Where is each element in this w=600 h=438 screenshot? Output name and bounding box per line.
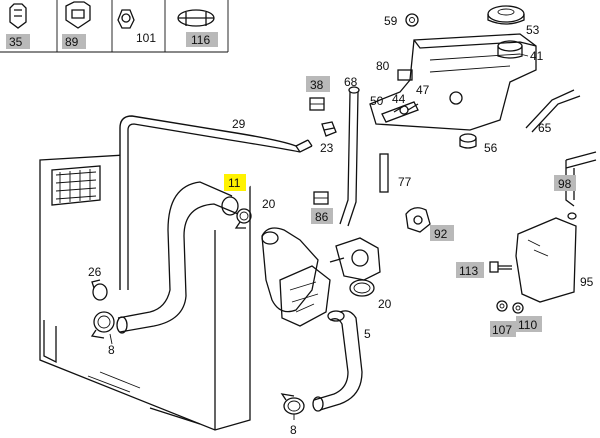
callout-41[interactable]: 41 [530,49,544,63]
callout-box [490,321,516,337]
nut-59-icon [405,13,419,27]
radiator-cap-icon [487,5,525,25]
strap-clip-116-icon [177,9,215,27]
callout-8-bottom[interactable]: 8 [290,423,297,437]
hose-5 [312,310,363,412]
callout-11[interactable]: 11 [228,176,241,190]
callout-20-lower[interactable]: 20 [378,297,392,311]
callout-23[interactable]: 23 [320,141,334,155]
callout-59[interactable]: 59 [384,14,398,28]
callout-113[interactable]: 113 [459,264,478,278]
callout-8-left[interactable]: 8 [108,343,115,357]
callout-92[interactable]: 92 [434,227,448,241]
callout-35[interactable]: 35 [9,35,23,49]
expansion-tank [369,33,537,131]
callout-86[interactable]: 86 [315,210,329,224]
callout-68[interactable]: 68 [344,75,358,89]
hose-clamp-icon [91,279,108,301]
hose-clamp-icon [280,393,305,415]
hose-11 [116,181,239,334]
callout-26[interactable]: 26 [88,265,102,279]
callout-80[interactable]: 80 [376,59,390,73]
callout-box [554,175,576,191]
clip-92-icon [405,207,431,233]
callout-116[interactable]: 116 [191,33,210,47]
callout-box [62,34,86,49]
callout-50[interactable]: 50 [370,94,384,108]
reference-parts-strip: 35 89 101 116 [0,0,229,53]
callout-110[interactable]: 110 [518,318,537,332]
callout-77[interactable]: 77 [398,175,412,189]
grommet-38-icon [309,97,325,111]
callout-box [311,208,333,224]
callout-box-highlighted [224,174,246,191]
grommet-80-icon [397,69,413,81]
hose-clamp-icon [349,279,375,297]
hose-clamp-icon [234,208,252,229]
clip-35-icon [9,3,27,29]
callout-95[interactable]: 95 [580,275,594,289]
callout-box [456,262,484,278]
callout-44[interactable]: 44 [392,92,406,106]
callout-65[interactable]: 65 [538,121,552,135]
callout-107[interactable]: 107 [492,323,512,337]
thermostat-housing [261,227,381,327]
clip-89-icon [65,1,91,29]
callout-box [186,32,218,47]
callout-101[interactable]: 101 [136,31,156,45]
reservoir-95 [515,212,577,303]
callout-98[interactable]: 98 [558,177,572,191]
grommet-56-icon [459,133,477,149]
callout-box [306,76,330,92]
callout-47[interactable]: 47 [416,83,430,97]
level-sensor-icon [381,101,419,123]
hose-65 [525,89,581,133]
callout-53[interactable]: 53 [526,23,540,37]
callout-box [6,34,30,49]
hose-68 [339,86,360,227]
washer-110-icon [512,302,524,314]
callout-box [516,316,542,332]
callout-box [430,225,454,241]
callout-29[interactable]: 29 [232,117,246,131]
callout-5[interactable]: 5 [364,327,371,341]
clip-23-icon [321,121,337,137]
callout-56[interactable]: 56 [484,141,498,155]
callout-89[interactable]: 89 [65,35,79,49]
washer-107-icon [496,300,508,312]
hose-clamp-icon [90,311,115,339]
callout-20-upper[interactable]: 20 [262,197,276,211]
clip-101-icon [117,9,135,29]
callout-38[interactable]: 38 [310,78,324,92]
bolt-113-icon [489,261,512,273]
hose-29 [119,115,313,290]
pipe-77 [379,153,389,193]
grommet-86-icon [313,191,329,205]
